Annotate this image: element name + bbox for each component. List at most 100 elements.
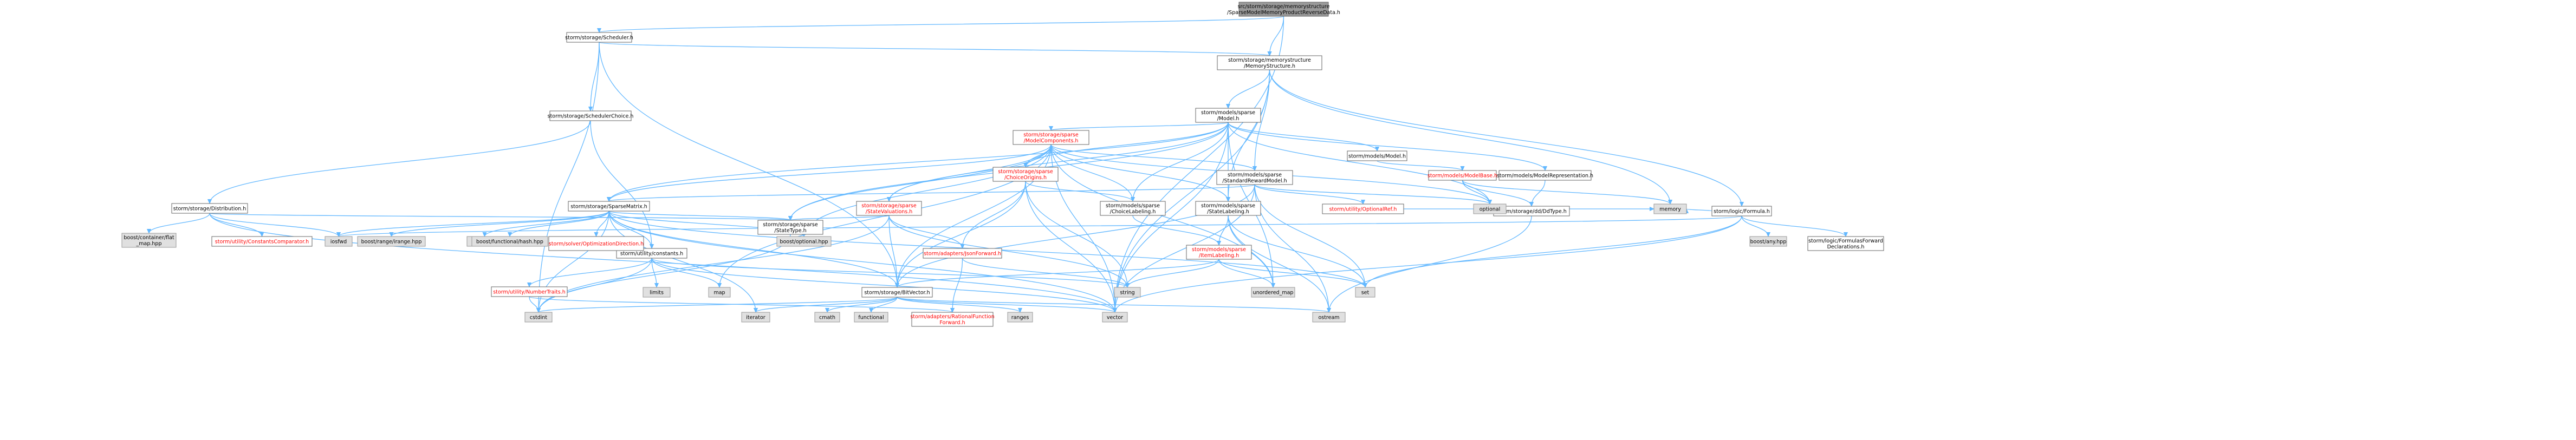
- node-iosfwd: iosfwd: [325, 236, 353, 247]
- node-jsonforward[interactable]: storm/adapters/JsonForward.h: [923, 248, 1002, 259]
- edge-logicformula-to-vector: [1115, 215, 1742, 312]
- node-label-constcomparator-line-0: storm/utility/ConstantsComparator.h: [215, 239, 309, 245]
- edge-stdreward-to-set: [1254, 184, 1365, 287]
- edge-logicformula-to-memory: [1686, 209, 1712, 211]
- node-box-sparsemodel: [1195, 108, 1261, 123]
- edge-logicformula-to-boostany: [1741, 215, 1768, 237]
- edges-layer: [149, 16, 1846, 312]
- node-label-string-line-0: string: [1120, 290, 1134, 296]
- node-root[interactable]: src/storm/storage/memorystructure/Sparse…: [1227, 2, 1340, 17]
- node-box-statelabeling: [1195, 201, 1261, 216]
- node-itemlabeling[interactable]: storm/models/sparse/ItemLabeling.h: [1186, 245, 1252, 260]
- edge-sparsematrix-to-rangehpp: [392, 211, 609, 237]
- edge-bitvector-to-ostream: [897, 297, 1329, 312]
- node-schedchoice[interactable]: storm/storage/SchedulerChoice.h: [548, 110, 634, 121]
- node-statevaluations[interactable]: storm/storage/sparse/StateValuations.h: [856, 201, 922, 216]
- node-label-statelabeling-line-0: storm/models/sparse: [1201, 203, 1255, 209]
- node-box-schedchoice: [549, 110, 632, 121]
- node-memory: memory: [1653, 203, 1687, 214]
- node-label-numbertraits-line-0: storm/utility/NumberTraits.h: [493, 290, 566, 295]
- edge-sparsemodel-to-modelcomponents: [1051, 122, 1229, 130]
- edge-itemlabeling-to-string: [1127, 259, 1219, 287]
- edge-logicformula-to-iosfwd: [339, 215, 1742, 237]
- node-sparsemodel[interactable]: storm/models/sparse/Model.h: [1195, 108, 1261, 123]
- node-box-ranges: [1007, 312, 1033, 323]
- node-optionalref[interactable]: storm/utility/OptionalRef.h: [1322, 203, 1404, 214]
- node-limits: limits: [643, 287, 671, 298]
- node-modelbase[interactable]: storm/models/ModelBase.h: [1427, 170, 1497, 181]
- node-label-cstdint-line-0: cstdint: [530, 315, 548, 321]
- edge-constants-to-map: [651, 258, 719, 287]
- node-logicformula[interactable]: storm/logic/Formula.h: [1711, 206, 1772, 216]
- node-functional: functional: [854, 312, 888, 323]
- node-label-choicelabeling-line-1: /ChoiceLabeling.h: [1110, 209, 1156, 215]
- node-statelabeling[interactable]: storm/models/sparse/StateLabeling.h: [1195, 201, 1261, 216]
- node-label-statevaluations-line-0: storm/storage/sparse: [861, 203, 917, 209]
- edge-memstruct-to-logicformula: [1269, 69, 1742, 206]
- edge-modelcomponents-to-boostoptional: [804, 144, 1052, 237]
- node-box-optional: [1473, 203, 1507, 214]
- node-label-optional-line-0: optional: [1480, 207, 1501, 213]
- edge-stdreward-to-sparsematrix: [609, 184, 1255, 201]
- node-label-functional-line-0: functional: [858, 315, 884, 321]
- edge-jsonforward-to-string: [962, 258, 1128, 287]
- node-bitvector[interactable]: storm/storage/BitVector.h: [861, 287, 933, 298]
- edge-modelbase-to-ddtype: [1462, 180, 1532, 206]
- node-box-boostoptional: [776, 236, 832, 247]
- node-modelcomponents[interactable]: storm/storage/sparse/ModelComponents.h: [1013, 130, 1089, 145]
- node-formulasfwd[interactable]: storm/logic/FormulasForwardDeclarations.…: [1807, 236, 1884, 251]
- edge-constants-to-cstdint: [538, 258, 652, 312]
- edge-modelcomponents-to-sparsematrix: [609, 144, 1052, 201]
- node-choicelabeling[interactable]: storm/models/sparse/ChoiceLabeling.h: [1100, 201, 1166, 216]
- edge-root-to-scheduler: [599, 16, 1284, 32]
- edge-modelh-to-modelbase: [1377, 160, 1463, 170]
- edge-choicelabeling-to-itemlabeling: [1132, 215, 1219, 245]
- edge-modelbase-to-memory: [1462, 180, 1671, 204]
- edge-constants-to-vector: [651, 258, 1115, 312]
- node-statetype[interactable]: storm/storage/sparse/StateType.h: [757, 220, 823, 235]
- node-box-logicformula: [1711, 206, 1772, 216]
- node-label-bitvector-line-0: storm/storage/BitVector.h: [864, 290, 930, 296]
- edge-sparsematrix-to-statetype: [608, 211, 790, 220]
- nodes-layer: src/storm/storage/memorystructure/Sparse…: [121, 2, 1884, 327]
- edge-schedchoice-to-distribution: [210, 120, 591, 203]
- node-label-sparsemodel-line-0: storm/models/sparse: [1201, 110, 1255, 116]
- node-label-statetype-line-0: storm/storage/sparse: [763, 222, 818, 228]
- node-optimizationdir[interactable]: storm/solver/OptimizationDirection.h: [548, 236, 644, 251]
- node-vector: vector: [1102, 312, 1128, 323]
- node-distribution[interactable]: storm/storage/Distribution.h: [171, 203, 248, 214]
- node-label-vector-line-0: vector: [1107, 315, 1123, 321]
- node-label-stdreward-line-0: storm/models/sparse: [1228, 172, 1282, 178]
- node-box-scheduler: [566, 32, 632, 43]
- edge-statelabeling-to-ostream: [1228, 215, 1329, 312]
- node-constcomparator[interactable]: storm/utility/ConstantsComparator.h: [211, 236, 313, 247]
- node-numbertraits[interactable]: storm/utility/NumberTraits.h: [491, 286, 568, 297]
- node-box-set: [1355, 287, 1375, 298]
- node-label-sparsematrix-line-0: storm/storage/SparseMatrix.h: [570, 204, 647, 210]
- node-label-modelrepr-line-0: storm/models/ModelRepresentation.h: [1497, 173, 1593, 179]
- edge-sparsematrix-to-vector: [608, 211, 1115, 312]
- node-box-map: [708, 287, 731, 298]
- node-ostream: ostream: [1312, 312, 1346, 323]
- node-unorderedmap: unordered_map: [1251, 287, 1295, 298]
- node-modelrepr[interactable]: storm/models/ModelRepresentation.h: [1497, 170, 1593, 181]
- node-stdreward[interactable]: storm/models/sparse/StandardRewardModel.…: [1216, 170, 1293, 185]
- node-box-constcomparator: [211, 236, 313, 247]
- node-label-constants-line-0: storm/utility/constants.h: [620, 251, 683, 257]
- edge-scheduler-to-bitvector: [599, 42, 897, 287]
- node-scheduler[interactable]: storm/storage/Scheduler.h: [565, 32, 633, 43]
- node-modelh[interactable]: storm/models/Model.h: [1347, 150, 1407, 161]
- node-iterator: iterator: [741, 312, 770, 323]
- node-memstruct[interactable]: storm/storage/memorystructure/MemoryStru…: [1217, 55, 1322, 70]
- node-box-modelbase: [1428, 170, 1497, 181]
- edge-statelabeling-to-set: [1228, 215, 1365, 287]
- node-choiceorigins[interactable]: storm/storage/sparse/ChoiceOrigins.h: [992, 167, 1059, 182]
- node-box-modelcomponents: [1013, 130, 1089, 145]
- node-box-vector: [1102, 312, 1128, 323]
- node-sparsematrix[interactable]: storm/storage/SparseMatrix.h: [568, 201, 650, 212]
- node-box-statetype: [757, 220, 823, 235]
- node-label-rationalfunc-line-1: Forward.h: [939, 320, 965, 326]
- edge-statelabeling-to-itemlabeling: [1219, 215, 1229, 245]
- node-box-flatmap: [121, 233, 177, 248]
